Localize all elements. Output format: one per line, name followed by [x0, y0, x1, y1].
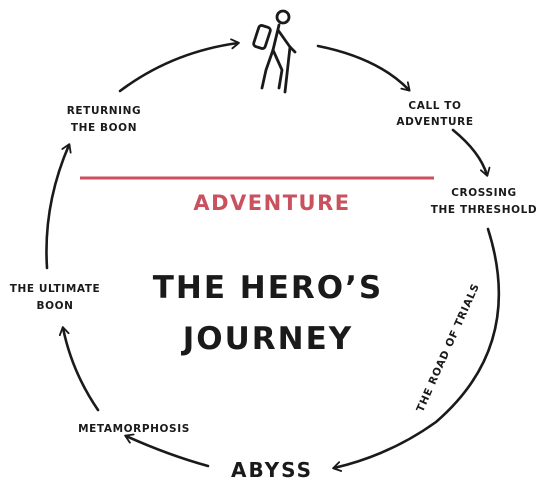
arrow-crossing-to-abyss [332, 227, 501, 472]
arrow-hiker-to-call [316, 44, 411, 92]
title-line: JOURNEY [181, 321, 354, 357]
stage-call-to-adventure: CALL TO ADVENTURE [396, 100, 473, 128]
stage-label-line: METAMORPHOSIS [78, 423, 190, 435]
arrow-metamorphosis-to-ultimate-boon [58, 326, 100, 412]
title-line: THE HERO’S [153, 270, 384, 306]
page-title: THE HERO’S JOURNEY [153, 270, 384, 357]
stage-label-line: CALL TO [408, 100, 461, 112]
arrow-returning-to-hiker [118, 38, 240, 93]
stage-metamorphosis: METAMORPHOSIS [78, 423, 190, 435]
stage-label-line: CROSSING [451, 187, 516, 199]
stage-crossing-threshold: CROSSING THE THRESHOLD [431, 187, 537, 216]
abyss-label: ABYSS [231, 458, 313, 482]
stage-label-line: RETURNING [67, 105, 142, 117]
road-of-trials-label: THE ROAD OF TRIALS [414, 282, 482, 415]
stage-label-line: ADVENTURE [396, 116, 473, 128]
hiker-icon [252, 9, 297, 94]
stage-returning-boon: RETURNING THE BOON [67, 105, 142, 134]
stage-label-line: THE THRESHOLD [431, 204, 537, 216]
stage-label-line: BOON [36, 300, 73, 312]
adventure-label: ADVENTURE [193, 191, 350, 215]
arrow-call-to-crossing [451, 128, 491, 177]
arrow-ultimate-boon-to-returning [45, 143, 72, 270]
stage-label-line: THE BOON [71, 122, 137, 134]
stage-ultimate-boon: THE ULTIMATE BOON [10, 283, 101, 312]
stage-label-line: THE ULTIMATE [10, 283, 101, 295]
arrow-abyss-to-metamorphosis [124, 433, 210, 468]
